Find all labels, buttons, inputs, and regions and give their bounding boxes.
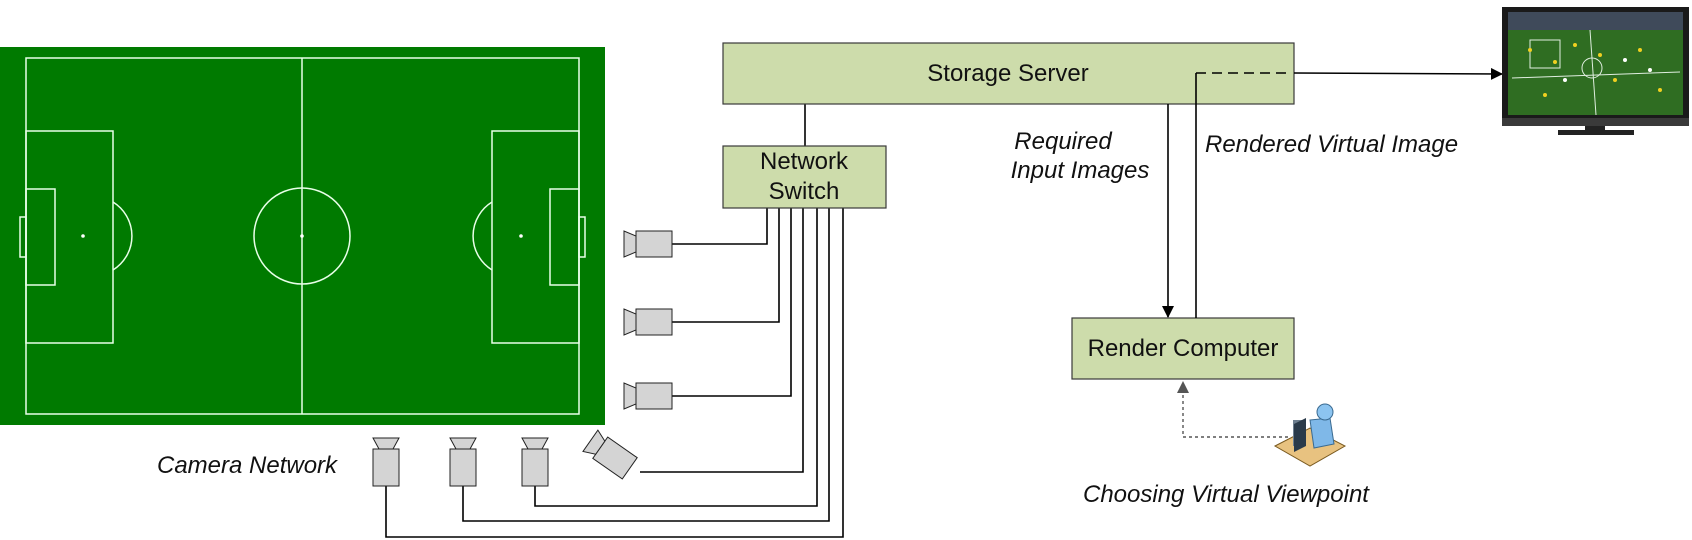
network-switch-node: Network Switch bbox=[722, 145, 887, 209]
network-switch-label-line1: Network bbox=[760, 148, 849, 175]
user-at-computer-icon bbox=[1273, 403, 1347, 467]
camera-cables bbox=[385, 104, 844, 538]
camera-network-label: Camera Network bbox=[157, 452, 339, 479]
render-computer-node: Render Computer bbox=[1071, 317, 1295, 380]
video-camera-icon bbox=[623, 230, 673, 258]
video-camera-icon bbox=[582, 429, 638, 480]
required-input-images-label-2: Input Images bbox=[1011, 157, 1150, 184]
storage-server-label: Storage Server bbox=[927, 60, 1088, 87]
choosing-viewpoint-label: Choosing Virtual Viewpoint bbox=[1083, 481, 1370, 508]
soccer-pitch bbox=[0, 47, 605, 425]
rendered-virtual-image-label: Rendered Virtual Image bbox=[1205, 131, 1458, 158]
television-icon bbox=[1502, 7, 1689, 135]
storage-server-node: Storage Server bbox=[722, 42, 1295, 105]
video-camera-icon bbox=[623, 382, 673, 410]
required-input-images-label-1: Required bbox=[1014, 128, 1112, 155]
viewpoint-arrow bbox=[1177, 381, 1288, 438]
video-camera-icon bbox=[449, 437, 477, 487]
server-to-tv-arrow bbox=[1293, 67, 1503, 80]
video-camera-icon bbox=[521, 437, 549, 487]
video-camera-icon bbox=[623, 308, 673, 336]
video-camera-icon bbox=[372, 437, 400, 487]
network-switch-label-line2: Switch bbox=[769, 178, 840, 205]
render-computer-label: Render Computer bbox=[1088, 335, 1279, 362]
